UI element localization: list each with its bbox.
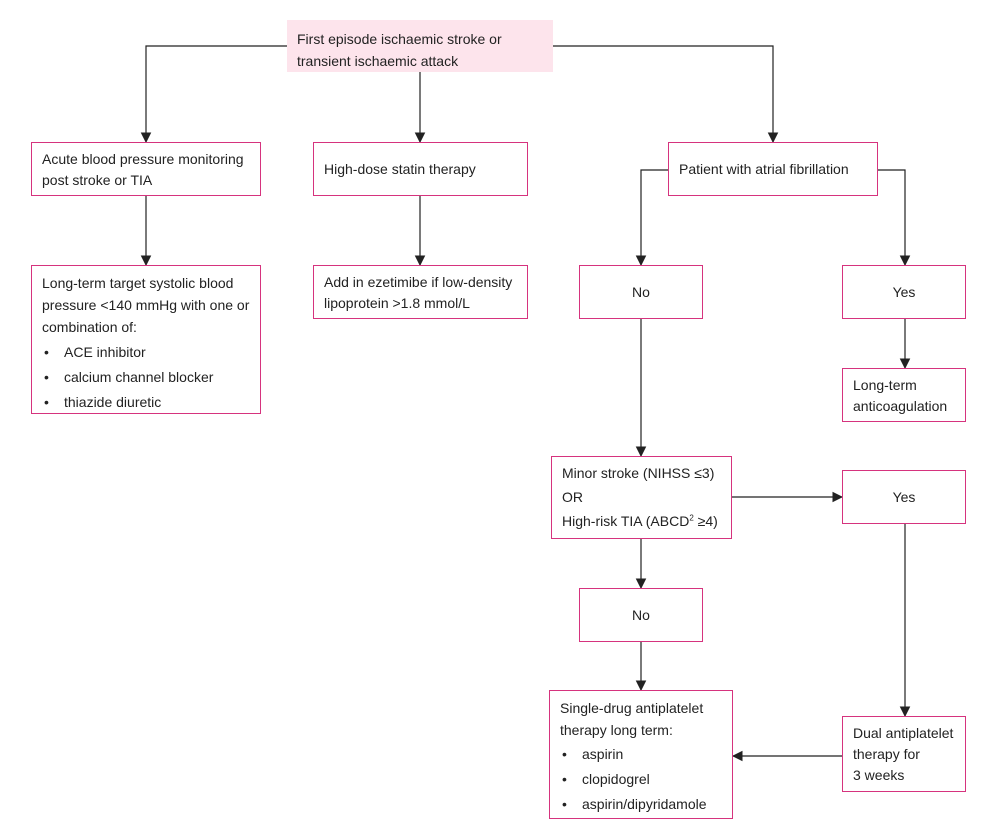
node-atrial-fibrillation: Patient with atrial fibrillation xyxy=(668,142,878,196)
node-minor-no-label: No xyxy=(632,607,650,623)
node-single-drug-antiplatelet: Single-drug antiplatelet therapy long te… xyxy=(549,690,733,819)
list-item: aspirin xyxy=(560,742,722,767)
bp-drug-list: ACE inhibitor calcium channel blocker th… xyxy=(42,340,250,415)
node-ezetimibe-line2: lipoprotein >1.8 mmol/L xyxy=(324,295,470,311)
node-single-drug-line2: therapy long term: xyxy=(560,722,673,738)
node-minor-no: No xyxy=(579,588,703,642)
node-minor-yes: Yes xyxy=(842,470,966,524)
node-atrial-fibrillation-label: Patient with atrial fibrillation xyxy=(679,161,849,177)
list-item: clopidogrel xyxy=(560,767,722,792)
list-item: calcium channel blocker xyxy=(42,365,250,390)
edge-root-to-bp xyxy=(140,45,287,144)
node-statin-label: High-dose statin therapy xyxy=(324,161,476,177)
antiplatelet-drug-list: aspirin clopidogrel aspirin/dipyridamole xyxy=(560,742,722,817)
node-minor-stroke-line3: High-risk TIA (ABCD2 ≥4) xyxy=(562,509,721,533)
node-bp-target-line2: pressure <140 mmHg with one or xyxy=(42,297,250,313)
node-dual-line1: Dual antiplatelet xyxy=(853,725,954,741)
node-single-drug-line1: Single-drug antiplatelet xyxy=(560,700,704,716)
node-first-episode-line2: transient ischaemic attack xyxy=(297,53,459,69)
list-item: aspirin/dipyridamole xyxy=(560,792,722,817)
node-minor-stroke-line3-post: ≥4) xyxy=(693,513,718,529)
list-item: ACE inhibitor xyxy=(42,340,250,365)
node-anticoagulation: Long-term anticoagulation xyxy=(842,368,966,422)
node-bp-monitoring: Acute blood pressure monitoring post str… xyxy=(31,142,261,196)
edge-root-to-af xyxy=(553,45,779,144)
node-bp-target: Long-term target systolic blood pressure… xyxy=(31,265,261,415)
node-dual-line2: therapy for xyxy=(853,746,920,762)
node-first-episode-line1: First episode ischaemic stroke or xyxy=(297,31,502,47)
node-af-no: No xyxy=(579,265,703,319)
list-item: thiazide diuretic xyxy=(42,390,250,415)
edge-af-to-yes xyxy=(878,169,911,267)
node-minor-stroke-line3-pre: High-risk TIA (ABCD xyxy=(562,513,690,529)
node-bp-target-line1: Long-term target systolic blood xyxy=(42,275,234,291)
node-statin: High-dose statin therapy xyxy=(313,142,528,196)
node-minor-stroke: Minor stroke (NIHSS ≤3) OR High-risk TIA… xyxy=(551,456,732,539)
node-anticoagulation-line1: Long-term xyxy=(853,377,917,393)
node-anticoagulation-line2: anticoagulation xyxy=(853,398,948,414)
edge-af-to-no xyxy=(635,169,668,267)
node-minor-stroke-superscript: 2 xyxy=(689,513,694,523)
node-minor-stroke-line2: OR xyxy=(562,489,583,505)
node-minor-stroke-line1: Minor stroke (NIHSS ≤3) xyxy=(562,465,715,481)
node-af-no-label: No xyxy=(632,284,650,300)
node-af-yes-label: Yes xyxy=(892,284,916,300)
node-ezetimibe: Add in ezetimibe if low-density lipoprot… xyxy=(313,265,528,319)
node-dual-line3: 3 weeks xyxy=(853,767,905,783)
node-dual-antiplatelet: Dual antiplatelet therapy for 3 weeks xyxy=(842,716,966,792)
node-ezetimibe-line1: Add in ezetimibe if low-density xyxy=(324,274,513,290)
node-bp-target-line3: combination of: xyxy=(42,319,137,335)
node-first-episode: First episode ischaemic stroke or transi… xyxy=(287,20,553,72)
node-minor-yes-label: Yes xyxy=(892,489,916,505)
node-bp-monitoring-line1: Acute blood pressure monitoring xyxy=(42,151,244,167)
node-af-yes: Yes xyxy=(842,265,966,319)
node-bp-monitoring-line2: post stroke or TIA xyxy=(42,172,153,188)
